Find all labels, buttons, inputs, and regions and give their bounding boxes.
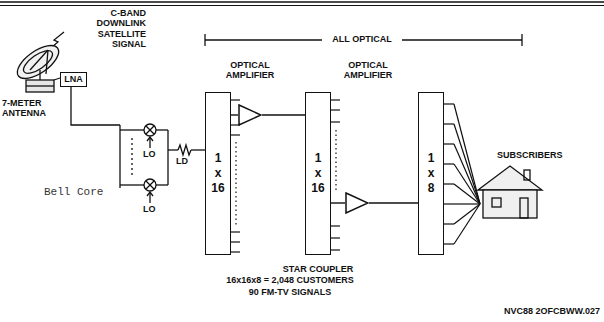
optical-amplifier: OPTICAL AMPLIFIER — [222, 60, 278, 124]
line-art — [521, 34, 522, 46]
line-art — [524, 170, 530, 180]
line-art — [20, 47, 56, 78]
node-label: 1 x 16 — [211, 151, 224, 196]
fiber-stub — [444, 183, 454, 184]
fiber-stub — [231, 134, 240, 135]
line-art — [146, 181, 154, 189]
node-label: 1 x 8 — [428, 151, 435, 196]
fiber-stub — [231, 231, 240, 232]
handwritten-note: Bell Core — [44, 186, 134, 199]
amplifier-outline — [239, 105, 261, 125]
line-art — [144, 179, 156, 191]
annotation: C-BAND DOWNLINK SATELLITE SIGNAL — [62, 8, 146, 49]
fiber-stub — [331, 109, 340, 110]
fiber-stub — [331, 249, 340, 250]
drop-line — [454, 184, 480, 204]
figure-code: NVC88 2OFCBWW.027 — [488, 306, 600, 316]
line-art — [120, 129, 144, 130]
drop-line — [454, 204, 480, 244]
optical-amplifier: OPTICAL AMPLIFIER — [340, 60, 396, 216]
line-art — [26, 85, 54, 86]
annotation: ALL OPTICAL — [322, 34, 402, 44]
line-art — [147, 192, 153, 196]
line-art — [46, 50, 48, 74]
line-art — [492, 198, 501, 207]
fiber-stub — [231, 241, 240, 242]
drop-line — [454, 104, 480, 204]
line-art — [204, 34, 205, 46]
fiber-stub — [444, 143, 454, 144]
line-art — [156, 184, 168, 185]
line-art — [120, 184, 144, 185]
coupler-box: 1 x 16 — [205, 92, 231, 255]
fiber-stub — [231, 99, 240, 100]
line-art — [156, 129, 168, 130]
line-art — [146, 126, 154, 134]
line-art — [0, 5, 604, 6]
node-label: OPTICAL AMPLIFIER — [340, 60, 396, 81]
drop-line — [454, 164, 480, 204]
line-art — [119, 125, 120, 188]
annotation: 90 FM-TV SIGNALS — [180, 287, 400, 297]
drop-line — [454, 144, 480, 204]
node-label: 1 x 16 — [311, 151, 324, 196]
node-caption: STAR COUPLER — [283, 264, 353, 274]
fiber-stub — [444, 123, 454, 124]
dotted-ports — [235, 142, 236, 225]
dotted-ports — [335, 130, 336, 190]
fiber-stub — [331, 237, 340, 238]
fiber-stub — [444, 163, 454, 164]
line-art — [131, 138, 132, 178]
line-art — [0, 1, 604, 3]
line-art — [478, 166, 542, 190]
lna-box: LNA — [60, 72, 87, 87]
line-art — [149, 193, 150, 203]
line-art — [167, 130, 168, 185]
fiber-stub — [331, 121, 340, 122]
line-art — [144, 124, 156, 136]
fiber-stub — [444, 203, 454, 204]
coupler-box: 1 x 16STAR COUPLER — [305, 92, 331, 255]
fiber-stub — [331, 99, 340, 100]
line-art — [168, 149, 178, 150]
annotation: 16x16x8 = 2,048 CUSTOMERS — [180, 275, 400, 285]
line-art — [71, 86, 120, 125]
line-art — [39, 70, 40, 80]
drop-line — [454, 204, 480, 224]
fiber-link — [231, 114, 238, 115]
amplifier-triangle — [345, 192, 369, 214]
fiber-stub — [444, 103, 454, 104]
line-art — [146, 181, 154, 189]
fiber-link — [331, 202, 345, 203]
fiber-stub — [331, 225, 340, 226]
fiber-stub — [444, 243, 454, 244]
fiber-stub — [231, 251, 240, 252]
line-art — [191, 149, 205, 150]
fiber-stub — [444, 223, 454, 224]
fiber-link — [369, 202, 418, 203]
annotation: LO — [143, 204, 163, 214]
line-art — [520, 198, 528, 218]
drop-line — [454, 203, 480, 204]
node-label: LNA — [64, 74, 83, 84]
line-art — [30, 50, 48, 70]
fiber-link — [262, 114, 305, 115]
line-art — [178, 145, 191, 155]
line-art — [0, 2, 604, 218]
node-label: OPTICAL AMPLIFIER — [222, 60, 278, 81]
line-art — [12, 39, 64, 85]
line-art — [147, 137, 153, 141]
line-art — [146, 126, 154, 134]
line-art — [26, 80, 54, 92]
amplifier-triangle — [238, 104, 262, 126]
line-art — [483, 190, 537, 218]
drop-line — [454, 124, 480, 204]
annotation: LO — [143, 149, 163, 159]
amplifier-outline — [346, 193, 368, 213]
line-art — [149, 138, 150, 148]
annotation: 7-METER ANTENNA — [2, 98, 62, 119]
annotation: LD — [176, 156, 196, 166]
coupler-box: 1 x 8 — [418, 92, 444, 255]
annotation: SUBSCRIBERS — [497, 150, 577, 160]
